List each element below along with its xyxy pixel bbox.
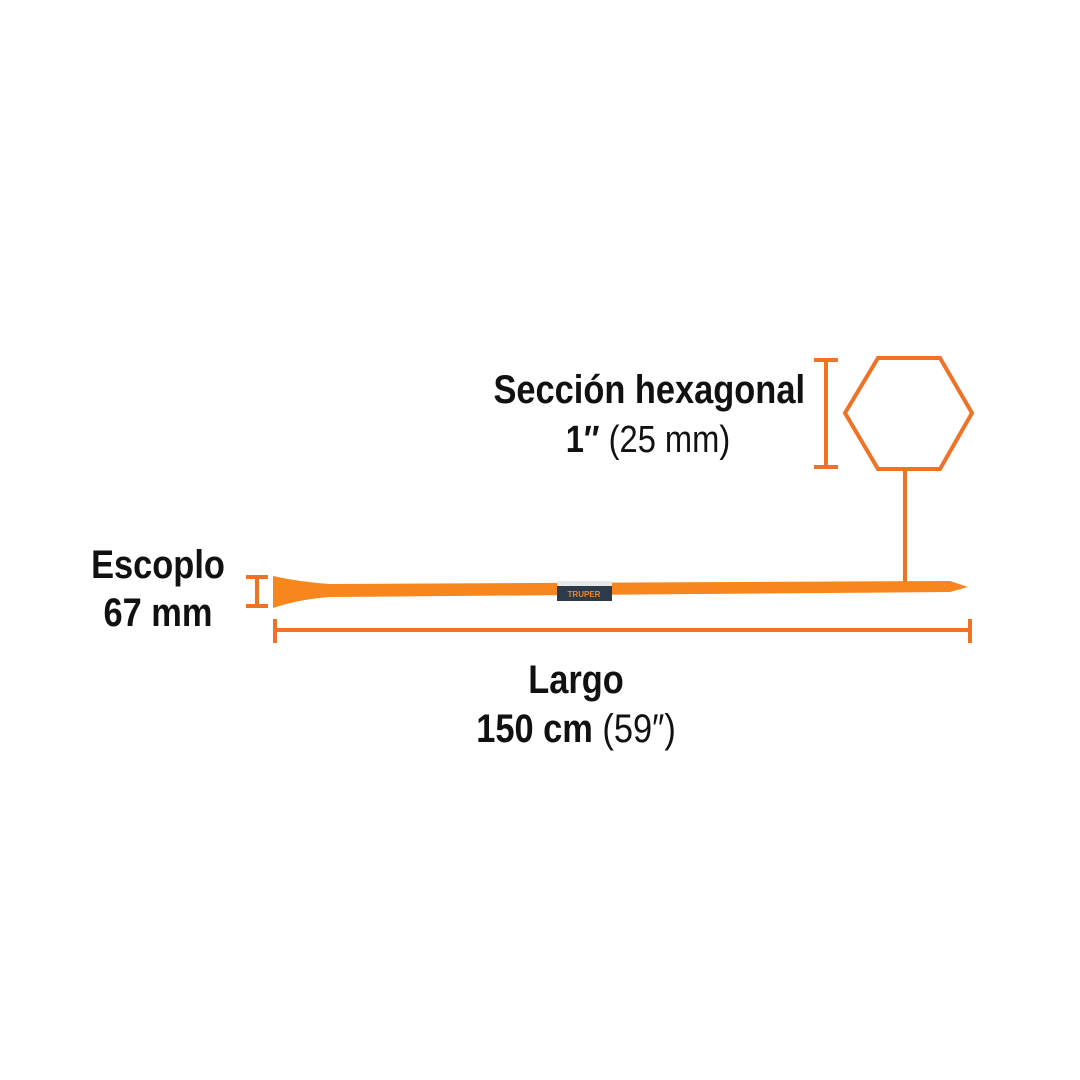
- chisel-title: Escoplo: [91, 542, 225, 587]
- hex-title: Sección hexagonal: [493, 367, 805, 412]
- product-label-strip: [557, 581, 612, 586]
- hex-size-bold: 1″: [566, 418, 600, 461]
- length-title: Largo: [528, 657, 624, 702]
- hex-size-light: (25 mm): [609, 418, 731, 461]
- brand-logo: TRUPER: [568, 590, 601, 599]
- chisel-size: 67 mm: [104, 590, 213, 635]
- hexagon-section-icon: [842, 356, 975, 471]
- pry-bar: [273, 576, 968, 608]
- length-size: 150 cm (59″): [476, 706, 676, 751]
- hex-size: 1″ (25 mm): [566, 418, 730, 461]
- chisel-dimension-line: [246, 575, 268, 608]
- hex-dimension-line: [814, 358, 838, 469]
- length-size-light: (59″): [602, 706, 675, 751]
- length-dimension-line: [273, 619, 972, 643]
- length-size-bold: 150 cm: [476, 706, 593, 751]
